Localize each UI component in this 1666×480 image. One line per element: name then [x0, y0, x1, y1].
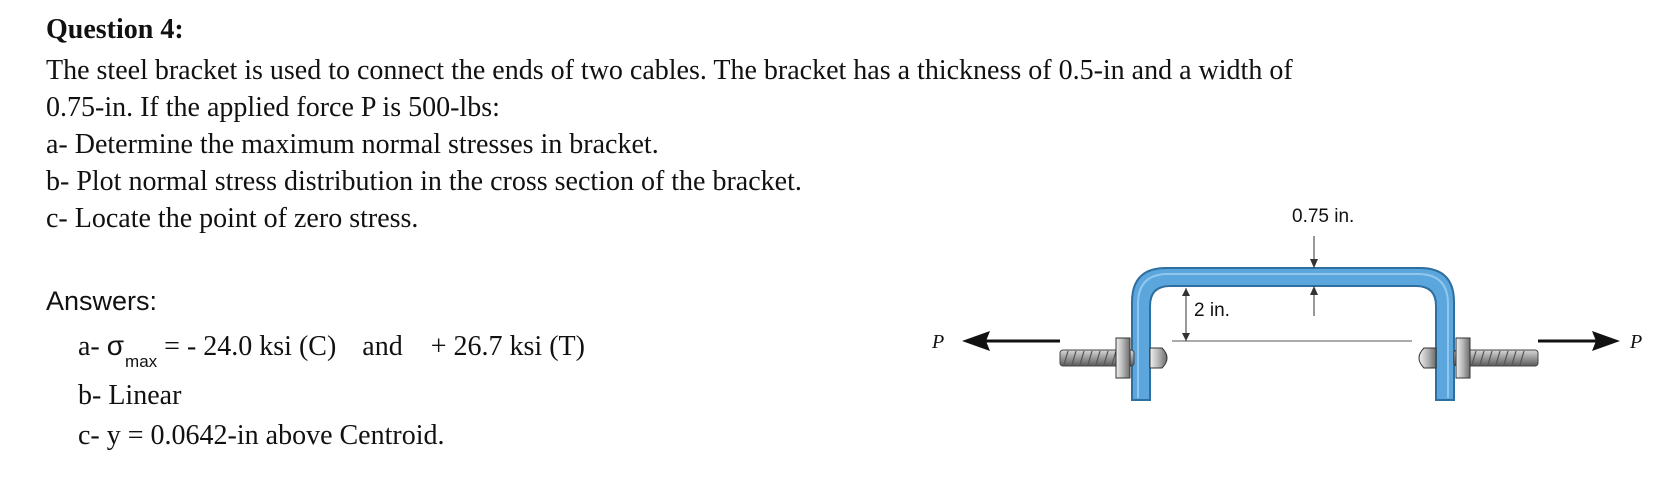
sigma-symbol: σ [106, 330, 125, 361]
width-dimension-arrow-top [1310, 259, 1318, 268]
answer-a-value-compression: = - 24.0 ksi (C) [164, 331, 337, 362]
height-label: 2 in. [1194, 300, 1230, 321]
width-dimension-arrow-bottom [1310, 286, 1318, 295]
answer-a-value-tension: + 26.7 ksi (T) [430, 331, 585, 362]
left-cable-threads [1063, 350, 1117, 366]
answer-a-prefix: a- [78, 331, 100, 362]
left-nut [1115, 337, 1131, 379]
steel-bracket [1131, 267, 1455, 401]
answer-a: a- σmax = - 24.0 ksi (C) and + 26.7 ksi (T… [78, 328, 585, 371]
right-force-label: P [1629, 331, 1642, 353]
problem-line-2: 0.75-in. If the applied force P is 500-l… [46, 92, 500, 123]
height-dimension-arrow-top [1182, 288, 1190, 296]
task-a: a- Determine the maximum normal stresses… [46, 129, 659, 160]
left-force-label: P [931, 331, 944, 353]
answer-a-connector: and [362, 331, 403, 362]
right-bolt-head [1418, 347, 1437, 369]
bracket-highlight [1137, 273, 1449, 398]
right-nut [1455, 337, 1471, 379]
task-c: c- Locate the point of zero stress. [46, 203, 419, 234]
problem-line-1: The steel bracket is used to connect the… [46, 55, 1293, 86]
question-title: Question 4: [46, 14, 184, 45]
width-label: 0.75 in. [1292, 206, 1354, 227]
sigma-subscript: max [125, 352, 158, 371]
right-cable-threads [1471, 350, 1525, 366]
right-force-arrowhead [1592, 331, 1620, 351]
answer-c: c- y = 0.0642-in above Centroid. [78, 420, 445, 451]
answer-b: b- Linear [78, 380, 182, 411]
left-bolt-head [1149, 347, 1168, 369]
task-b: b- Plot normal stress distribution in th… [46, 166, 802, 197]
problem-statement: The steel bracket is used to connect the… [46, 52, 1586, 237]
left-force-arrowhead [962, 331, 990, 351]
height-dimension-arrow-bottom [1182, 333, 1190, 341]
answers-heading: Answers: [46, 286, 158, 316]
